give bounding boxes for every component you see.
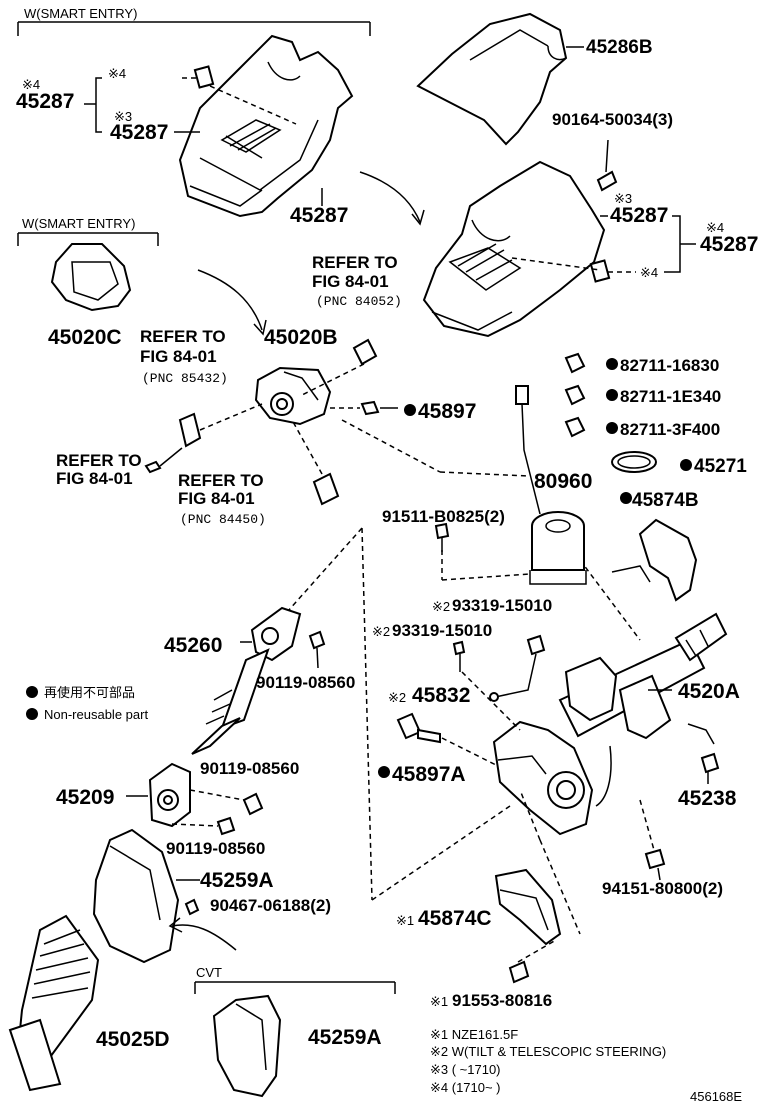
ref2-line1: REFER TO [140,327,226,346]
label-93319-a: 93319-15010 [452,596,552,615]
screw-90164-drawing [596,139,618,192]
label-90164: 90164-50034(3) [552,110,673,129]
clip-82711-group [564,352,586,438]
label-45897: 45897 [418,400,476,423]
label-45287-left-b: 45287 [110,121,168,144]
group-label-cvt: CVT [196,965,222,980]
label-45897a: 45897A [392,763,466,786]
label-45271: 45271 [694,456,747,477]
group-label-smart-entry-mid: W(SMART ENTRY) [22,216,135,231]
ref1-line2: FIG 84-01 [312,272,389,291]
mark-4-left: ※4 [22,77,40,92]
mark-4-left-a: ※4 [108,66,126,81]
boot-45025d-drawing [8,914,100,1092]
cover-45259a-cvt-drawing [212,994,282,1098]
label-91553: 91553-80816 [452,991,552,1010]
label-45286b: 45286B [586,37,653,58]
label-82711-1e340: 82711-1E340 [620,387,721,406]
part-45020c-drawing [50,243,132,312]
label-90119-a: 90119-08560 [256,673,355,692]
refer-part-84052 [352,338,378,366]
label-82711-3f400: 82711-3F400 [620,420,720,439]
label-45874b: 45874B [632,490,699,511]
note-1: ※1 NZE161.5F [430,1027,518,1042]
ref2-line3: (PNC 85432) [142,371,228,386]
label-45238: 45238 [678,787,737,810]
label-45287-left-bracket: 45287 [16,90,74,113]
label-45832: 45832 [412,684,470,707]
mark-4-right-b: ※4 [640,265,658,280]
legend-dot-jp [26,686,38,698]
label-90119-c: 90119-08560 [166,839,265,858]
intermediate-shaft-45260-drawing [191,606,302,755]
note-2: ※2 W(TILT & TELESCOPIC STEERING) [430,1044,666,1059]
label-45209: 45209 [56,786,114,809]
label-91511: 91511-B0825(2) [382,507,505,526]
label-45287-right-b: 45287 [700,233,758,256]
label-45287-cover: 45287 [290,204,348,227]
part-80960-drawing [515,385,587,585]
refer-part-84450 [312,472,340,506]
group-bracket-cvt [194,981,396,994]
mark-1-b: ※1 [430,994,448,1009]
ref4-line3: (PNC 84450) [180,512,266,527]
mark-2-a: ※2 [432,599,450,614]
label-45259a: 45259A [200,869,274,892]
label-82711-16830: 82711-16830 [620,356,719,375]
steering-column-4520a-drawing [492,612,728,836]
bolt-45897a-drawing [396,712,441,744]
wire-45832-drawing [489,634,546,702]
universal-joint-45209-drawing [148,762,191,828]
legend-text-jp: 再使用不可部品 [44,685,135,700]
mark-2-b: ※2 [372,624,390,639]
refer-part-85432 [178,412,202,448]
legend-dot-en [26,708,38,720]
bolt-91553-drawing [508,960,530,984]
label-94151: 94151-80800(2) [602,879,723,898]
mark-1-a: ※1 [396,913,414,928]
bracket-45874c-drawing [494,868,562,946]
ref2-line2: FIG 84-01 [140,347,217,366]
label-45874c: 45874C [418,907,492,930]
label-90467: 90467-06188(2) [210,896,331,915]
label-45020b: 45020B [264,326,338,349]
ref4-line1: REFER TO [178,471,264,490]
part-45020b-drawing [254,366,332,426]
label-4520a: 4520A [678,680,740,703]
ref3-line2: FIG 84-01 [56,469,133,488]
part-45874b-drawing [611,518,698,602]
note-4: ※4 (1710~ ) [430,1080,501,1095]
figure-id: 456168E [690,1089,742,1104]
legend-text-en: Non-reusable part [44,707,148,722]
ref4-line2: FIG 84-01 [178,489,255,508]
label-90119-b: 90119-08560 [200,759,299,778]
label-45020c: 45020C [48,326,122,349]
nut-94151-drawing [644,848,666,870]
lower-column-cover-drawing [422,160,611,338]
ref1-line3: (PNC 84052) [316,294,402,309]
cover-45286b-drawing [416,12,568,146]
label-45259a-cvt: 45259A [308,1026,382,1049]
mark-3-right: ※3 [614,191,632,206]
label-45260: 45260 [164,634,222,657]
ref1-line1: REFER TO [312,253,398,272]
upper-column-cover-drawing [178,34,354,218]
mark-2-c: ※2 [388,690,406,705]
mark-4-right: ※4 [706,220,724,235]
label-45025d: 45025D [96,1028,170,1051]
group-label-smart-entry-top: W(SMART ENTRY) [24,6,137,21]
nut-45238-drawing [700,752,720,774]
mark-3-left: ※3 [114,109,132,124]
ref3-line1: REFER TO [56,451,142,470]
label-93319-b: 93319-15010 [392,621,492,640]
group-bracket-smart-entry-mid [17,232,159,246]
label-45287-right-a: 45287 [610,204,668,227]
note-3: ※3 ( ~1710) [430,1062,501,1077]
group-bracket-smart-entry-top [17,21,371,36]
label-80960: 80960 [534,470,592,493]
